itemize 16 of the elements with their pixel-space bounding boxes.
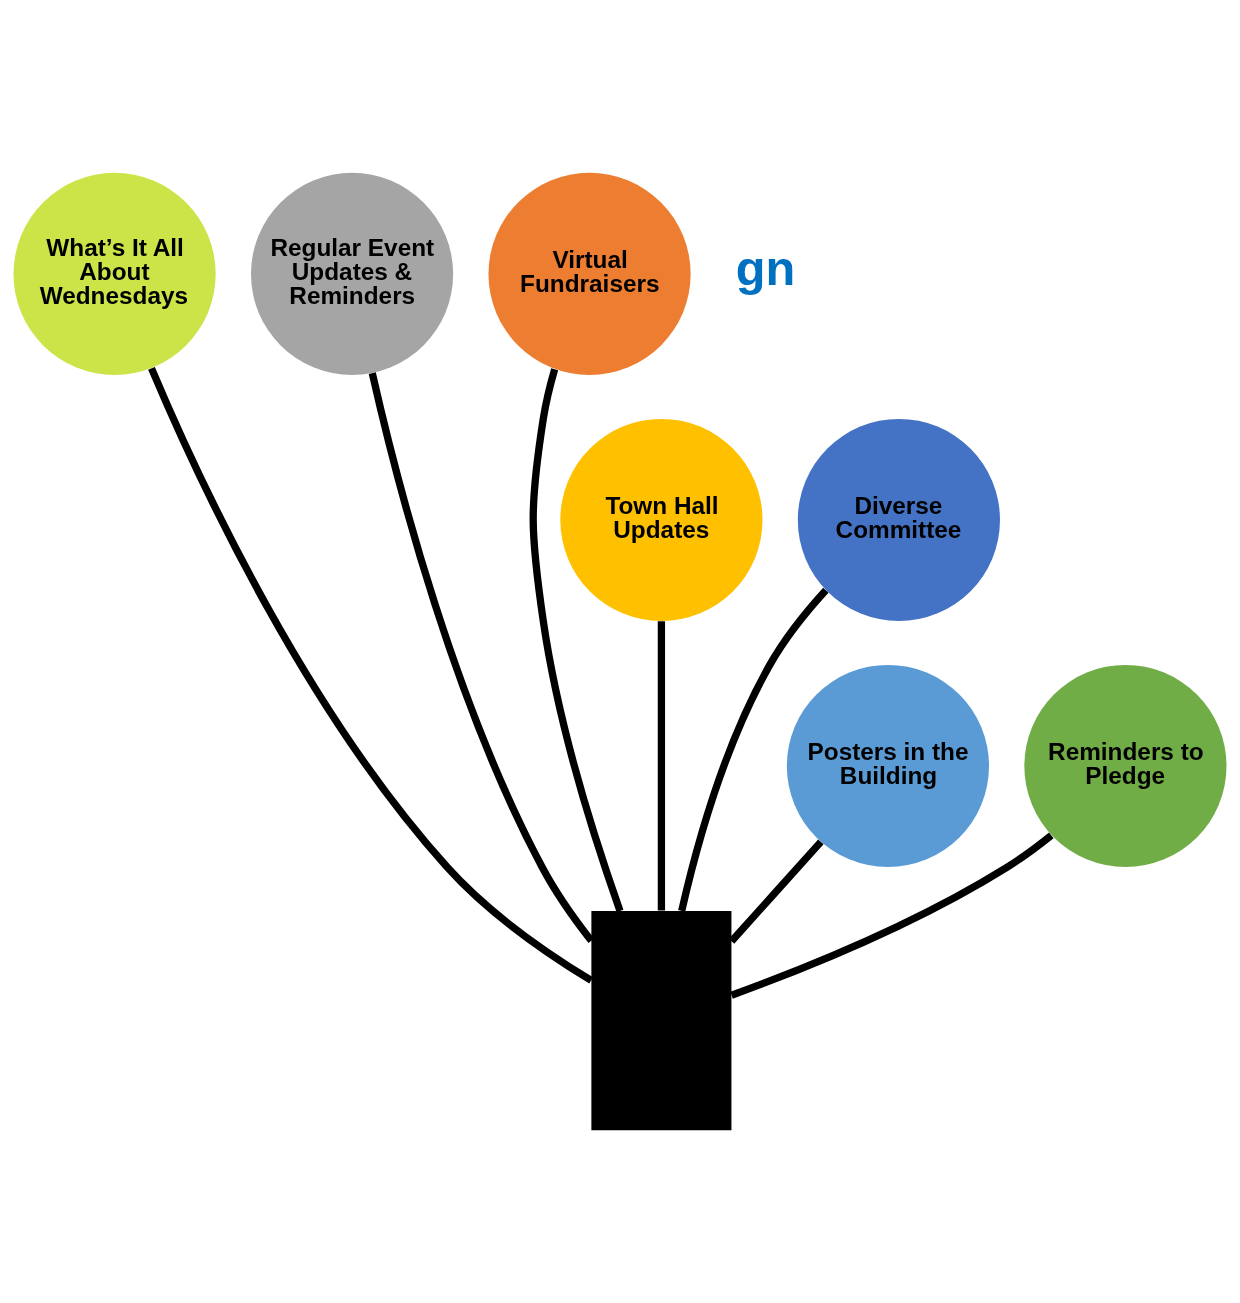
node-circle: Posters in the Building (786, 664, 989, 868)
connector (678, 587, 829, 912)
node-circle: Virtual Fundraisers (488, 172, 691, 376)
connector (529, 368, 624, 913)
node-box (591, 910, 732, 1131)
node-circle: What’s It All About Wednesdays (13, 172, 216, 376)
connector (728, 839, 824, 944)
connector (368, 372, 595, 944)
connector (148, 366, 594, 984)
connector (730, 832, 1054, 999)
connector (657, 621, 666, 911)
node-circle: Reminders to Pledge (1024, 664, 1227, 868)
label: gn (735, 240, 796, 295)
node-circle: Diverse Committee (797, 418, 1000, 622)
node-circle: Regular Event Updates & Reminders (251, 172, 454, 376)
node-circle: Town Hall Updates (560, 418, 763, 622)
